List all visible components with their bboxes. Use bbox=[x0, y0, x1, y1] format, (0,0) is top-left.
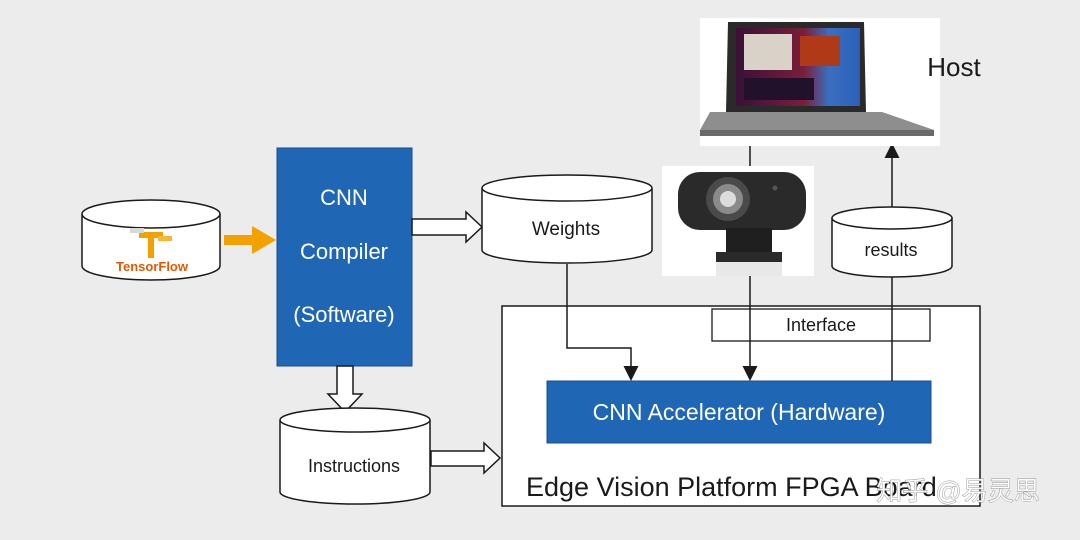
weights-label: Weights bbox=[532, 219, 600, 240]
cnn-compiler-box: CNN Compiler (Software) bbox=[276, 147, 413, 367]
compiler-line-3: (Software) bbox=[293, 302, 394, 327]
interface-box: Interface bbox=[711, 308, 931, 342]
tensorflow-logo-icon bbox=[130, 228, 172, 258]
tensorflow-label: TensorFlow bbox=[116, 259, 189, 274]
fpga-board-label: Edge Vision Platform FPGA Board bbox=[526, 472, 937, 502]
weights-cylinder: Weights bbox=[481, 174, 653, 264]
host-label: Host bbox=[927, 52, 981, 82]
instructions-label: Instructions bbox=[308, 456, 400, 476]
connector-lines bbox=[566, 143, 900, 381]
compiler-to-instructions-arrow bbox=[326, 365, 364, 414]
results-label: results bbox=[864, 240, 917, 260]
results-cylinder: results bbox=[831, 206, 953, 278]
tensorflow-to-compiler-arrow bbox=[224, 226, 276, 254]
cnn-accelerator-box: CNN Accelerator (Hardware) bbox=[546, 380, 932, 444]
accelerator-label: CNN Accelerator (Hardware) bbox=[593, 399, 886, 425]
instructions-to-board-arrow bbox=[430, 441, 502, 475]
compiler-to-weights-arrow bbox=[411, 210, 484, 244]
instructions-cylinder: Instructions bbox=[279, 407, 431, 505]
compiler-line-2: Compiler bbox=[300, 239, 388, 264]
tensorflow-cylinder: TensorFlow bbox=[81, 199, 221, 281]
laptop-icon bbox=[700, 18, 940, 146]
webcam-icon bbox=[662, 166, 814, 276]
interface-label: Interface bbox=[786, 315, 856, 335]
watermark-text: 知乎 @易灵思 bbox=[876, 476, 1040, 506]
compiler-line-1: CNN bbox=[320, 185, 368, 210]
weights-to-accelerator-line bbox=[566, 264, 639, 381]
